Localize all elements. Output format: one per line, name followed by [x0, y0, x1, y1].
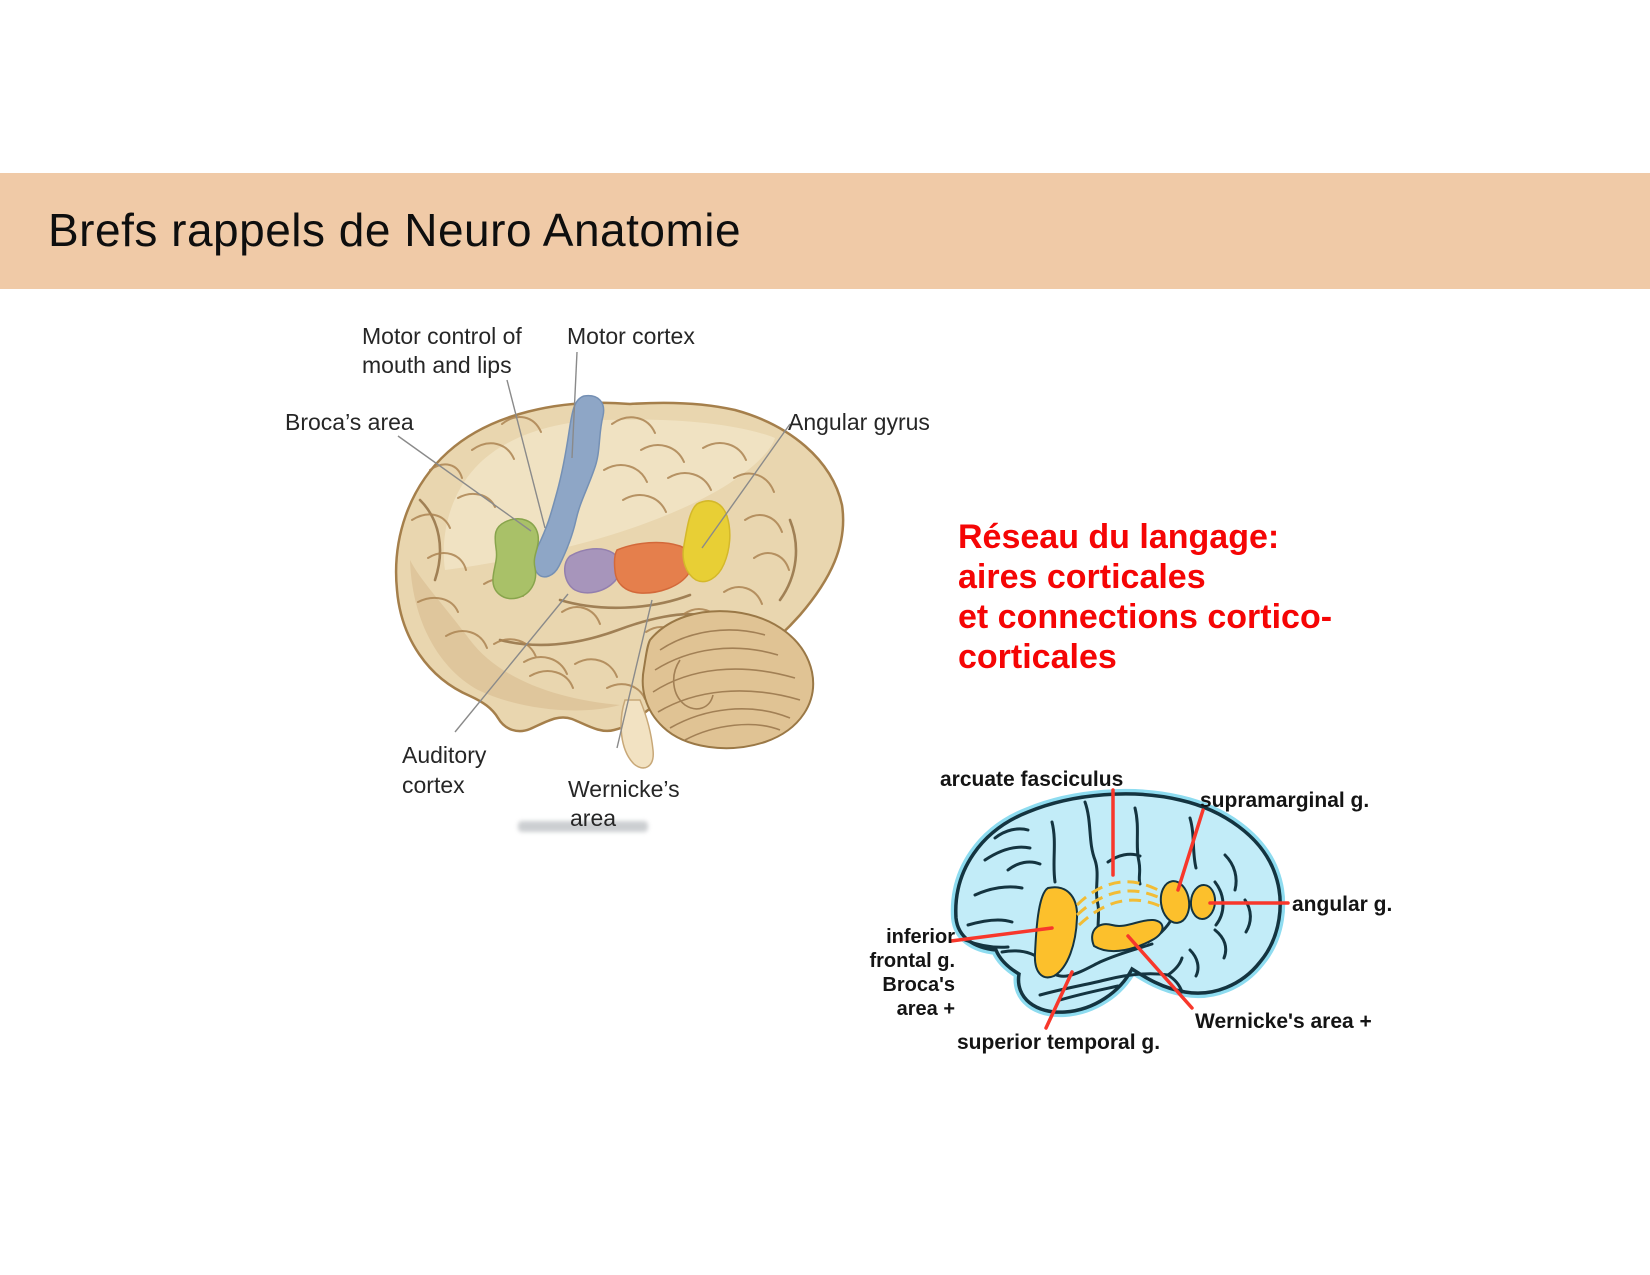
cerebrum-shadow: [410, 560, 620, 711]
label-angular: angular g.: [1292, 893, 1392, 916]
auditory-cortex-region: [563, 548, 621, 594]
note-line-3: et connections cortico-: [958, 598, 1333, 636]
brainstem: [620, 699, 654, 769]
fine-print-smudge: [518, 821, 648, 832]
leader-motor-control: [506, 379, 546, 529]
label-arcuate-fasciculus: arcuate fasciculus: [940, 768, 1123, 791]
label-broca-block-line1: inferior: [886, 926, 955, 948]
note-line-1: Réseau du langage:: [958, 518, 1280, 556]
leader-angular: [701, 423, 791, 549]
language-network-note: Réseau du langage: aires corticales et c…: [958, 517, 1332, 677]
brocas-area-region: [492, 518, 540, 600]
label-auditory-line2: cortex: [402, 772, 465, 798]
label-brocas-area: Broca’s area: [285, 409, 414, 435]
label-superior-temporal: superior temporal g.: [957, 1031, 1160, 1054]
wernickes-area-region: [613, 541, 693, 594]
motor-cortex-region: [533, 394, 605, 578]
note-line-2: aires corticales: [958, 558, 1206, 596]
figure1-brain-illustration: Motor control of mouth and lips Motor co…: [285, 323, 930, 831]
cerebellum-striations: [652, 629, 801, 741]
note-line-4: corticales: [958, 638, 1117, 676]
label-angular-gyrus: Angular gyrus: [788, 409, 930, 435]
label-broca-block-line2: frontal g.: [869, 950, 955, 972]
label-wernickes-schematic: Wernicke's area +: [1195, 1010, 1372, 1033]
slide-title: Brefs rappels de Neuro Anatomie: [48, 204, 742, 256]
pointer-superior-temporal: [1044, 970, 1074, 1030]
figure2-language-network-diagram: arcuate fasciculus supramarginal g. angu…: [869, 768, 1392, 1054]
pointer-supramarginal: [1176, 808, 1205, 892]
label-broca-block-line4: area +: [897, 998, 955, 1020]
label-motor-cortex: Motor cortex: [567, 323, 695, 349]
leader-motor-cortex: [571, 351, 578, 459]
label-motor-control-line2: mouth and lips: [362, 352, 512, 378]
deep-sulci: [418, 498, 798, 647]
pointer-inferior-frontal: [949, 926, 1054, 943]
label-wernickes-line2: area: [570, 805, 616, 831]
leader-auditory: [454, 593, 569, 733]
title-banner: Brefs rappels de Neuro Anatomie: [0, 173, 1650, 289]
label-broca-block-line3: Broca's: [882, 974, 955, 996]
leader-brocas: [397, 435, 532, 532]
label-supramarginal: supramarginal g.: [1200, 789, 1369, 812]
arcuate-fasciculus-arcs: [1075, 880, 1161, 927]
label-auditory-line1: Auditory: [402, 742, 487, 768]
cerebellum-outline: [641, 610, 815, 750]
label-motor-control-line1: Motor control of: [362, 323, 522, 349]
label-wernickes-line1: Wernicke’s: [568, 776, 680, 802]
pointer-wernickes: [1126, 934, 1194, 1010]
leader-wernickes: [616, 599, 653, 749]
schematic-supramarginal-area: [1159, 880, 1191, 924]
